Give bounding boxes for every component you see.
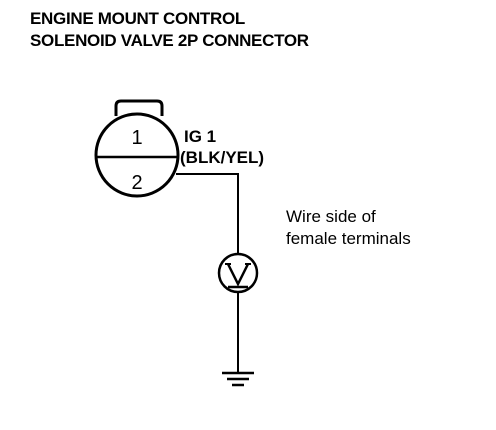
connector-2p-icon: 1 2 [94, 99, 180, 198]
pin-2-label: 2 [131, 172, 142, 194]
terminal-name: IG 1 [184, 127, 216, 146]
title-line-1: ENGINE MOUNT CONTROL [30, 9, 245, 28]
connector-body [94, 112, 180, 198]
view-note-line-2: female terminals [286, 229, 411, 248]
view-note-line-1: Wire side of [286, 207, 376, 226]
connector-latch [114, 99, 164, 116]
pin-1-label: 1 [131, 127, 142, 149]
diagram-title: ENGINE MOUNT CONTROL SOLENOID VALVE 2P C… [30, 8, 309, 52]
voltmeter-icon [217, 252, 259, 294]
wire-color: (BLK/YEL) [180, 148, 264, 167]
ground-icon [222, 371, 254, 387]
test-lead-wire [176, 173, 239, 254]
title-line-2: SOLENOID VALVE 2P CONNECTOR [30, 31, 309, 50]
